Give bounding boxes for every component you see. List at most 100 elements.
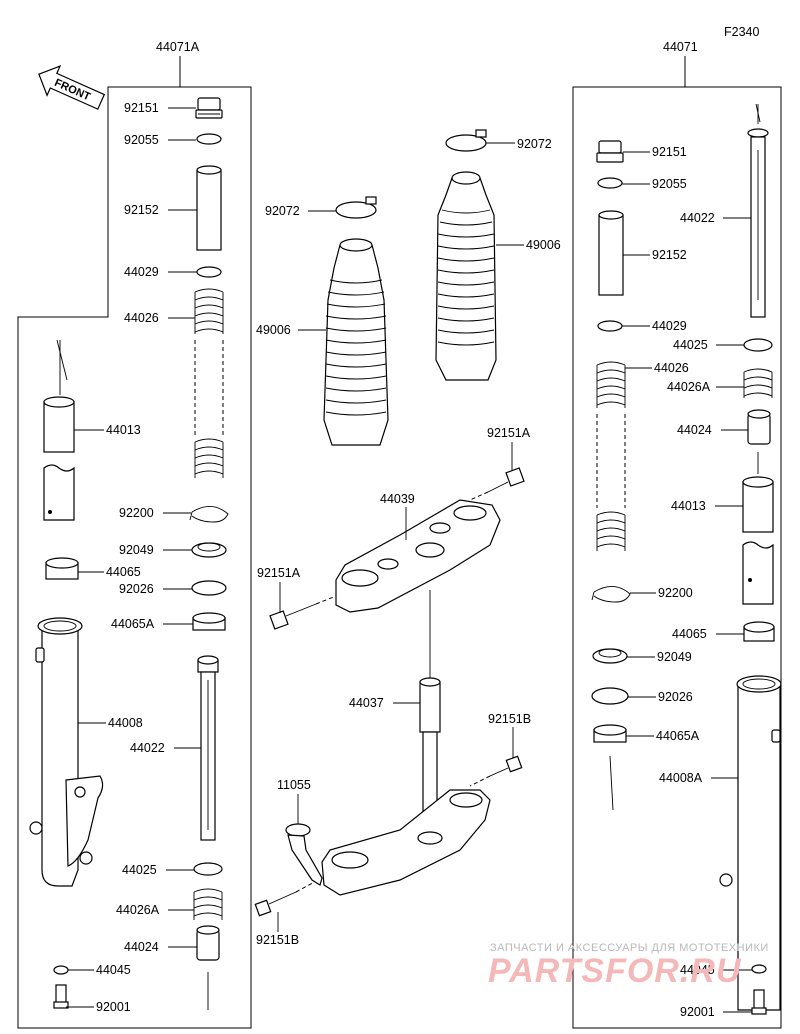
part-number-label: 44008 — [108, 716, 143, 730]
clamp-bolt-icon — [269, 595, 337, 630]
right-part-labels: 92151 92055 44022 92152 44029 44025 4402… — [652, 145, 715, 1019]
part-number-label: 92151 — [124, 101, 159, 115]
gasket-icon — [751, 964, 767, 974]
part-number-label: 44037 — [349, 696, 384, 710]
part-number-label: 44029 — [652, 319, 687, 333]
damper-cylinder-icon — [747, 103, 769, 318]
center-part-labels: 92072 92072 49006 49006 92151A 44039 921… — [256, 137, 561, 947]
left-assembly-number: 44071A — [156, 40, 200, 54]
part-number-label: 92026 — [119, 582, 154, 596]
part-number-label: 92151 — [652, 145, 687, 159]
part-number-label: 44026 — [654, 361, 689, 375]
oil-lock-piece-icon — [196, 925, 220, 1010]
part-number-label: 44008A — [659, 771, 703, 785]
figure-code: F2340 — [724, 25, 759, 39]
bushing-icon — [45, 557, 79, 580]
left-part-labels: 92151 92055 92152 44029 44026 44013 9220… — [96, 101, 165, 1014]
part-number-label: 44025 — [122, 863, 157, 877]
boot-clamp-icon — [445, 129, 487, 152]
front-direction-arrow: FRONT — [38, 64, 106, 110]
part-number-label: 92152 — [124, 203, 159, 217]
part-number-label: 92152 — [652, 248, 687, 262]
right-leader-lines — [622, 151, 752, 1013]
part-number-label: 44026A — [667, 380, 711, 394]
part-number-label: 44026 — [124, 311, 159, 325]
cap-bolt-icon — [195, 97, 223, 119]
left-fork-assembly-frame: 44071A — [17, 40, 252, 1029]
part-number-label: 92151B — [488, 712, 531, 726]
part-number-label: 44065 — [106, 565, 141, 579]
fork-spring-icon — [596, 361, 626, 551]
snap-ring-icon — [591, 586, 631, 603]
washer-icon — [196, 266, 222, 278]
oil-seal-icon — [191, 542, 227, 558]
watermark-caption: ЗАПЧАСТИ И АКСЕССУАРЫ ДЛЯ МОТОТЕХНИКИ — [490, 942, 769, 954]
seal-washer-icon — [591, 687, 629, 705]
seal-washer-icon — [191, 580, 227, 596]
part-number-label: 44025 — [673, 338, 708, 352]
part-number-label: 92001 — [680, 1005, 715, 1019]
bottom-bolt-icon — [751, 989, 767, 1015]
part-number-label: 44065A — [111, 617, 155, 631]
right-fork-assembly-frame: 44071 — [572, 40, 782, 1029]
outer-fork-tube-icon — [719, 675, 782, 1011]
part-number-label: 92151B — [256, 933, 299, 947]
part-number-label: 92055 — [124, 133, 159, 147]
collar-tube-icon — [196, 165, 222, 251]
part-number-label: 44022 — [680, 211, 715, 225]
part-number-label: 92200 — [119, 506, 154, 520]
watermark-logo: PARTSFOR.RU — [488, 952, 742, 990]
boot-clamp-icon — [335, 196, 377, 219]
right-fork-parts — [591, 103, 782, 1015]
gasket-icon — [53, 965, 69, 975]
part-number-label: 44013 — [671, 499, 706, 513]
part-number-label: 44013 — [106, 423, 141, 437]
part-number-label: 44022 — [130, 741, 165, 755]
part-number-label: 49006 — [256, 323, 291, 337]
part-number-label: 44065 — [672, 627, 707, 641]
part-number-label: 92072 — [265, 204, 300, 218]
guide-bushing-icon — [593, 724, 627, 811]
part-number-label: 44026A — [116, 903, 160, 917]
part-number-label: 44024 — [677, 423, 712, 437]
part-number-label: 11055 — [277, 778, 311, 792]
outer-fork-tube-icon — [29, 617, 104, 887]
o-ring-icon — [597, 177, 623, 189]
left-leader-lines — [66, 107, 201, 1008]
short-spring-icon — [743, 368, 773, 398]
guide-bushing-icon — [192, 612, 226, 631]
collar-tube-icon — [598, 210, 624, 296]
fork-boot-icon — [323, 238, 389, 446]
upper-triple-clamp-icon — [335, 499, 501, 613]
part-number-label: 92072 — [517, 137, 552, 151]
part-number-label: 92151A — [257, 566, 301, 580]
part-number-label: 49006 — [526, 238, 561, 252]
left-fork-parts — [29, 97, 229, 1010]
damper-cylinder-icon — [197, 655, 219, 841]
spring-washer-icon — [193, 862, 223, 876]
snap-ring-icon — [189, 506, 229, 523]
spring-washer-icon — [743, 338, 773, 352]
part-number-label: 44065A — [656, 729, 700, 743]
inner-tube-icon — [43, 339, 75, 521]
part-number-label: 92055 — [652, 177, 687, 191]
part-number-label: 92151A — [487, 426, 531, 440]
watermark: ЗАПЧАСТИ И АКСЕССУАРЫ ДЛЯ МОТОТЕХНИКИ PA… — [488, 942, 769, 990]
center-leader-lines — [277, 142, 524, 932]
fork-boot-icon — [435, 171, 497, 381]
bottom-bolt-icon — [53, 984, 69, 1009]
center-parts — [254, 129, 525, 917]
right-assembly-number: 44071 — [663, 40, 698, 54]
inner-tube-icon — [742, 452, 774, 605]
steering-stem-icon — [419, 590, 441, 823]
part-number-label: 44045 — [96, 963, 131, 977]
part-number-label: 92200 — [658, 586, 693, 600]
cap-bolt-icon — [596, 140, 624, 163]
bushing-icon — [743, 621, 775, 642]
washer-icon — [597, 320, 623, 332]
part-number-label: 44024 — [124, 940, 159, 954]
part-number-label: 92026 — [658, 690, 693, 704]
oil-lock-piece-icon — [747, 409, 771, 445]
lower-triple-clamp-icon — [321, 789, 491, 896]
